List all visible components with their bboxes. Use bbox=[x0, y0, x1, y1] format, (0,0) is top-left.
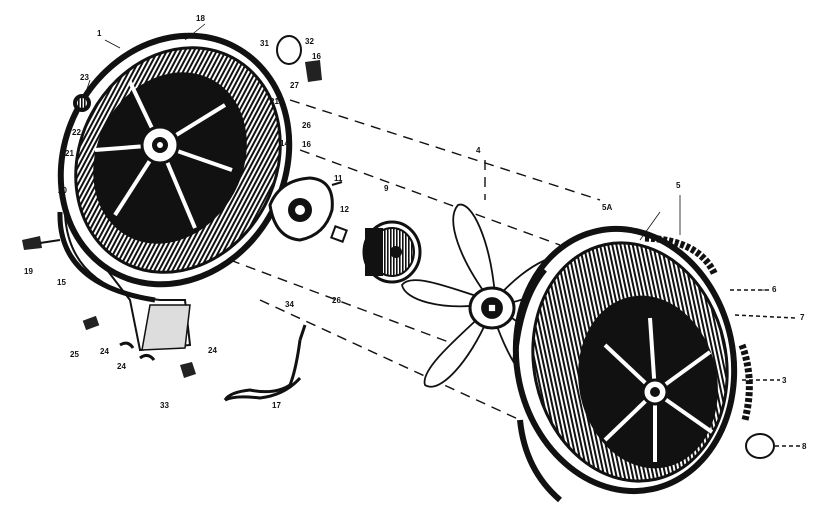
callout-label: 17 bbox=[272, 401, 281, 410]
callout-label: 33 bbox=[160, 401, 169, 410]
callout-label: 6 bbox=[772, 285, 777, 294]
callout-label: 15 bbox=[57, 278, 66, 287]
callout-label: 20 bbox=[58, 186, 67, 195]
callout-label: 19 bbox=[24, 267, 33, 276]
callout-label: 24 bbox=[208, 346, 217, 355]
callout-label: 24 bbox=[100, 347, 109, 356]
callout-label: 5 bbox=[676, 181, 681, 190]
callout-label: 26 bbox=[332, 296, 341, 305]
callout-label: 27 bbox=[290, 81, 299, 90]
callout-label: 9 bbox=[384, 184, 389, 193]
callout-labels: 18 1 23 22 21 20 19 15 25 24 24 31 32 16… bbox=[24, 14, 807, 451]
callout-label: 22 bbox=[72, 128, 81, 137]
callout-label: 25 bbox=[70, 350, 79, 359]
front-grille bbox=[512, 225, 753, 503]
callout-label: 16 bbox=[312, 52, 321, 61]
callout-label: 21 bbox=[65, 149, 74, 158]
callout-label: 18 bbox=[196, 14, 205, 23]
callout-label: 31 bbox=[260, 39, 269, 48]
motor-mount-bracket bbox=[268, 176, 343, 242]
callout-label: 16 bbox=[302, 140, 311, 149]
callout-label: 11 bbox=[334, 174, 343, 183]
callout-label: 5A bbox=[602, 203, 612, 212]
small-parts-left bbox=[22, 35, 322, 378]
callout-label: 23 bbox=[80, 73, 89, 82]
motor bbox=[330, 220, 422, 284]
power-cord bbox=[223, 324, 307, 402]
callout-label: 3 bbox=[782, 376, 787, 385]
callout-label: 7 bbox=[800, 313, 805, 322]
assembly-guide-lines bbox=[229, 99, 601, 421]
callout-label: 26 bbox=[302, 121, 311, 130]
callout-label: 1 bbox=[97, 29, 102, 38]
rear-grille-housing bbox=[57, 32, 293, 352]
callout-label: 32 bbox=[305, 37, 314, 46]
callout-label: 8 bbox=[802, 442, 807, 451]
callout-label: 12 bbox=[340, 205, 349, 214]
callout-label: 4 bbox=[476, 146, 481, 155]
callout-label: 24 bbox=[117, 362, 126, 371]
small-parts-right bbox=[730, 289, 800, 459]
callout-label: 21 bbox=[270, 97, 279, 106]
callout-label: 14 bbox=[280, 139, 289, 148]
callout-label: 34 bbox=[285, 300, 294, 309]
leader-lines bbox=[84, 23, 768, 291]
